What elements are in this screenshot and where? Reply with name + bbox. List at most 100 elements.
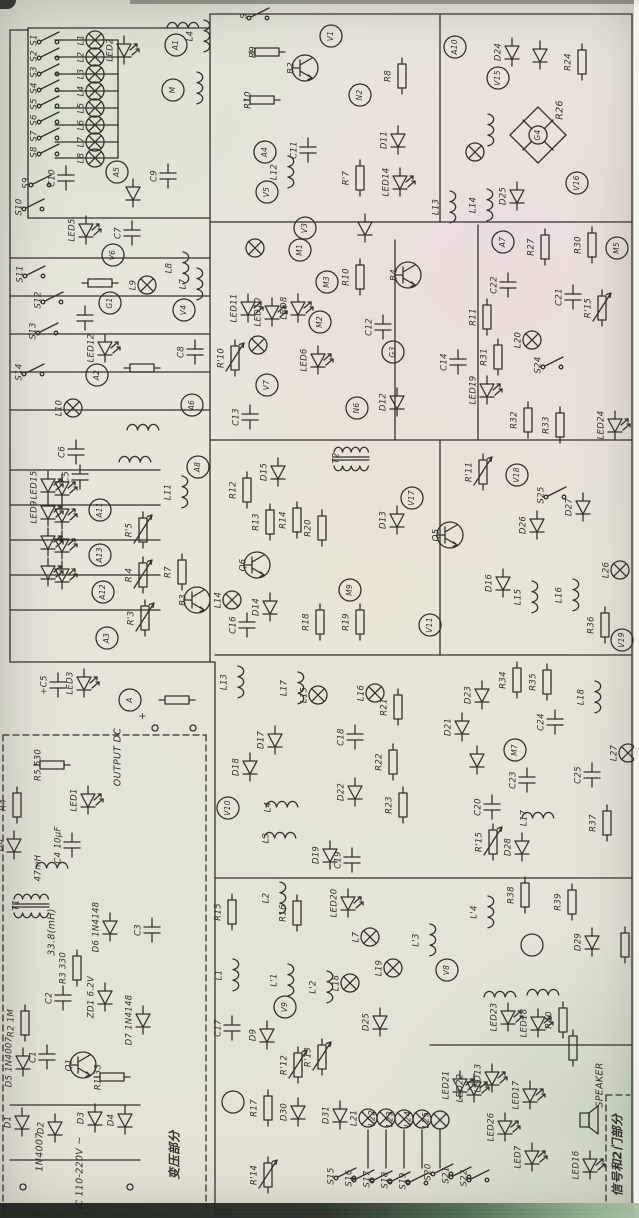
led-part	[54, 500, 78, 530]
component-label: D7 1N4148	[125, 994, 135, 1045]
meter-m3: M3	[315, 270, 339, 294]
meter-v6: V6	[101, 243, 125, 267]
component-label: R20	[304, 519, 314, 537]
pot-r'12: R'12	[280, 1046, 308, 1084]
component-label: R'15	[584, 298, 594, 318]
component-label: L12	[270, 164, 280, 180]
component-label: M5	[612, 242, 621, 254]
component-label: L'4	[470, 905, 480, 918]
component-label: A2	[92, 370, 101, 382]
meter-a13: A13	[88, 543, 112, 567]
component-label: L8	[77, 152, 87, 163]
component-label: L18	[332, 974, 342, 991]
resh-r5-530: R5 530	[33, 749, 71, 781]
component-label: OUTPUT DC	[113, 728, 124, 786]
led-led3: LED3	[66, 668, 100, 698]
component-label: L7	[179, 278, 189, 289]
lamp-l21: L21	[350, 1108, 378, 1128]
component-label: R40	[545, 1011, 555, 1029]
component-label: L14	[469, 197, 479, 213]
res-r33: R33	[542, 406, 565, 444]
component-label: D4	[107, 1114, 117, 1127]
meter-v7: V7	[255, 373, 279, 397]
component-label: D14	[252, 598, 262, 616]
component-label: L14	[214, 592, 224, 608]
component-label: R22	[375, 753, 385, 771]
sw-s14: S14	[15, 363, 45, 381]
component-label: V3	[300, 223, 309, 234]
component-label: T2	[332, 452, 342, 463]
component-label: V1	[326, 31, 335, 42]
component-label: D1	[4, 1116, 14, 1129]
coil-part	[126, 423, 160, 431]
component-label: AC 110-220V ~	[75, 1136, 86, 1214]
component-label: D15	[260, 463, 270, 481]
component-label: L26	[602, 561, 612, 578]
component-label: L23	[386, 1111, 396, 1127]
component-label: S20	[424, 1163, 434, 1180]
lamp-l5: L5	[77, 98, 105, 118]
diode-d13: D13	[379, 505, 405, 535]
component-label: S25	[537, 486, 547, 503]
sw-s22: S22	[460, 1169, 490, 1187]
meter-part	[221, 1090, 245, 1114]
component-label: LED18	[520, 1008, 530, 1037]
diode-d12: D12	[379, 387, 405, 417]
txt-output-dc: OUTPUT DC	[113, 728, 124, 786]
component-label: S21	[442, 1166, 452, 1183]
component-label: M9	[345, 584, 354, 596]
cap-c23: C23	[509, 767, 536, 793]
diode-d18: D18	[232, 752, 258, 782]
led-led8: LED8	[280, 293, 314, 323]
component-label: M1	[295, 244, 304, 256]
diode-d19: D19	[312, 840, 338, 870]
diode-d22: D22	[337, 777, 363, 807]
lamp-part	[248, 335, 268, 355]
component-label: S7	[30, 130, 40, 142]
diode-part	[532, 40, 548, 70]
component-label: D5 1N4007	[5, 1036, 15, 1087]
diode-d9: D9	[249, 1020, 275, 1050]
component-label: C4 10µF	[54, 826, 64, 863]
component-label: V18	[512, 467, 521, 483]
component-label: D29	[574, 933, 584, 951]
component-label: S13	[29, 322, 39, 339]
component-label: V11	[425, 617, 434, 633]
led-led22: LED22	[456, 1073, 490, 1103]
component-label: R3 330	[59, 952, 69, 984]
res-part	[568, 1029, 578, 1067]
coilv-l14: L14	[469, 188, 494, 222]
led-led5: LED5	[68, 215, 102, 245]
component-label: C9	[150, 170, 160, 182]
component-label: S18	[381, 1171, 391, 1188]
component-label: L27	[610, 744, 620, 761]
lamp-l10: L10	[55, 398, 83, 418]
component-label: Q5	[432, 529, 442, 542]
component-label: L4	[186, 31, 196, 42]
component-label: D25	[362, 1013, 372, 1031]
component-label: D19	[312, 846, 322, 864]
led-led14: LED14	[382, 167, 416, 197]
sw-s5: S5	[30, 95, 60, 110]
component-label: S19	[399, 1172, 409, 1189]
component-label: S10	[15, 198, 25, 215]
cap-c20: C20	[474, 794, 501, 820]
res-r17: R17	[250, 1089, 273, 1127]
led-led15: LED15	[30, 470, 64, 500]
component-label: C25	[574, 766, 584, 784]
pot-r'15: R'15	[584, 289, 612, 327]
resh-r9: R9	[248, 46, 286, 58]
resh-r10: R10	[243, 91, 281, 109]
component-label: LED11	[230, 294, 240, 323]
meter-a8: A8	[186, 455, 210, 479]
component-label: R10	[244, 91, 254, 109]
component-label: A3	[102, 633, 111, 645]
sw-s: S	[240, 7, 270, 21]
coil-part	[118, 455, 152, 463]
res-r30: R30	[574, 226, 597, 264]
component-label: V6	[108, 250, 117, 261]
cap-c17: C17	[214, 1015, 241, 1041]
component-label: LED22	[456, 1074, 466, 1103]
diode-d30: D30	[280, 1097, 306, 1127]
